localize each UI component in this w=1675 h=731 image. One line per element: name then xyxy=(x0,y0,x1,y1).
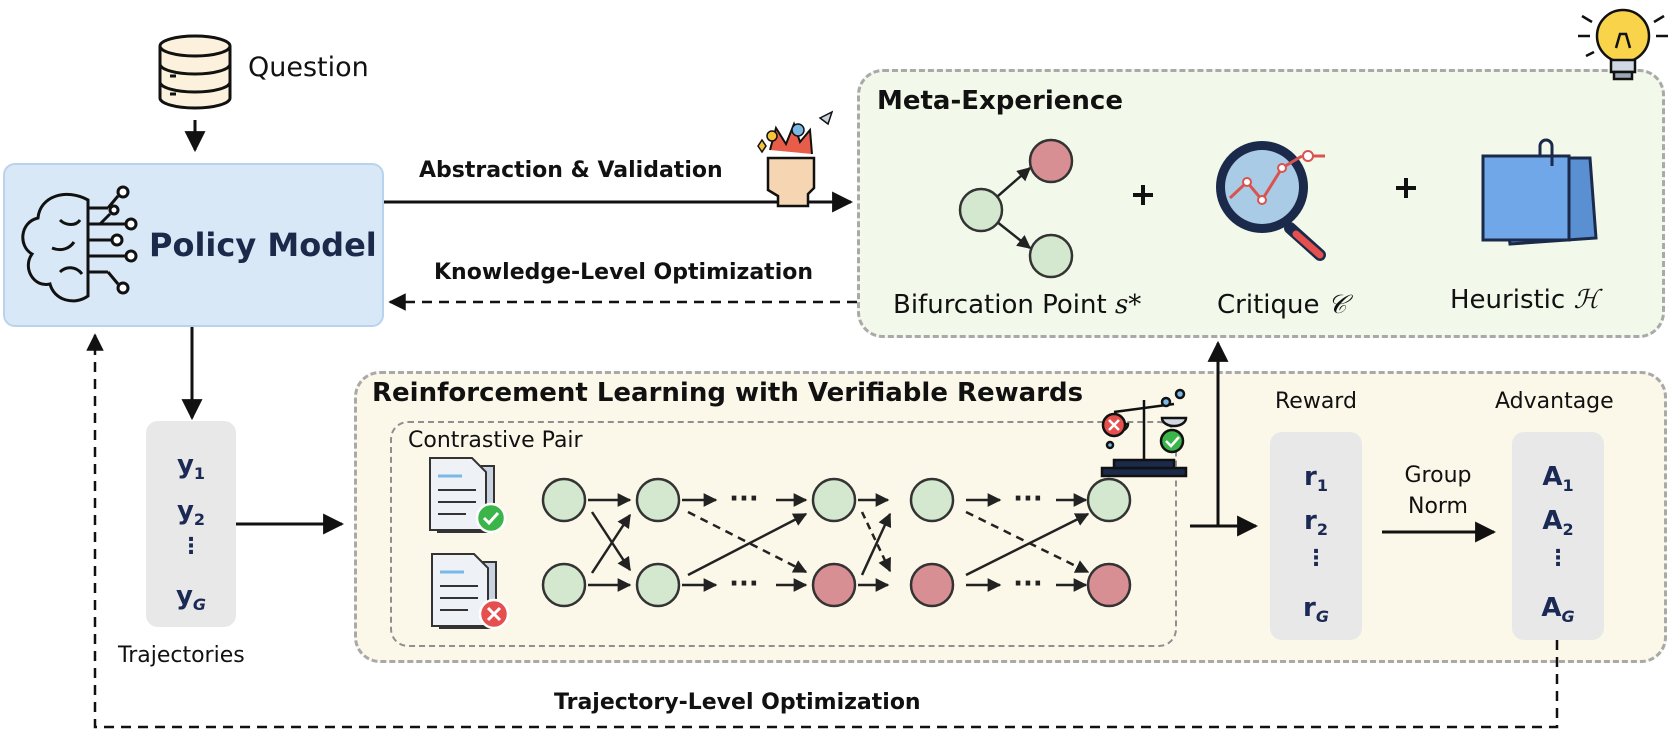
bifurcation-point-label: Bifurcation Point s* xyxy=(893,290,1141,320)
database-icon xyxy=(158,34,232,110)
trajectory-item-1: y1 xyxy=(176,450,206,484)
question-label: Question xyxy=(248,52,369,83)
balance-scale-icon xyxy=(1100,388,1188,478)
group-norm-line2: Norm xyxy=(1407,494,1468,519)
svg-text:···: ··· xyxy=(1013,569,1043,599)
critique-label: Critique 𝒞 xyxy=(1217,290,1347,321)
lightbulb-icon xyxy=(1578,8,1668,81)
contrastive-pair-graph: ··· ··· ··· ··· xyxy=(541,477,1132,608)
creative-head-icon xyxy=(757,110,834,208)
trajectories-column xyxy=(146,421,236,627)
svg-text:···: ··· xyxy=(729,484,759,514)
critique-text: Critique xyxy=(1217,290,1320,320)
reward-ellipsis: ⋮ xyxy=(1305,546,1327,571)
magnifier-chart-icon xyxy=(1216,141,1326,261)
reward-column xyxy=(1270,432,1362,640)
rlvr-title: Reinforcement Learning with Verifiable R… xyxy=(372,378,1084,408)
abstraction-label: Abstraction & Validation xyxy=(419,158,723,183)
svg-text:···: ··· xyxy=(729,569,759,599)
reward-item-1: r1 xyxy=(1304,462,1328,496)
policy-model-box xyxy=(3,163,384,327)
advantage-item-g: AG xyxy=(1541,593,1575,627)
group-norm-label: Group Norm xyxy=(1382,460,1494,522)
reward-label: Reward xyxy=(1275,389,1357,414)
reward-item-2: r2 xyxy=(1304,506,1328,540)
trajectory-opt-loop xyxy=(86,333,1559,729)
trajectory-item-2: y2 xyxy=(176,496,206,530)
trajectory-ellipsis: ⋮ xyxy=(180,534,202,559)
heuristic-label: Heuristic ℋ xyxy=(1450,285,1599,315)
heuristic-symbol: ℋ xyxy=(1573,285,1600,315)
bifurcation-graph-icon xyxy=(958,138,1074,279)
critique-symbol: 𝒞 xyxy=(1327,290,1347,320)
advantage-column xyxy=(1512,432,1604,640)
heuristic-text: Heuristic xyxy=(1450,285,1566,315)
meta-experience-title: Meta-Experience xyxy=(877,86,1123,116)
advantage-ellipsis: ⋮ xyxy=(1547,546,1569,571)
correct-document-icon xyxy=(429,457,507,534)
advantage-item-1: A1 xyxy=(1542,462,1574,496)
incorrect-document-icon xyxy=(431,553,510,630)
contrastive-pair-label: Contrastive Pair xyxy=(408,428,583,453)
trajectories-label: Trajectories xyxy=(118,643,245,668)
sticky-notes-icon xyxy=(1481,138,1598,246)
reward-item-g: rG xyxy=(1303,593,1329,627)
brain-circuit-icon xyxy=(21,185,138,303)
policy-model-label: Policy Model xyxy=(149,226,377,264)
svg-text:···: ··· xyxy=(1013,484,1043,514)
trajectory-item-g: yG xyxy=(175,581,207,615)
bifurcation-text: Bifurcation Point xyxy=(893,290,1107,320)
advantage-label: Advantage xyxy=(1495,389,1614,414)
advantage-item-2: A2 xyxy=(1542,506,1574,540)
contrastive-pair-panel xyxy=(390,421,1177,647)
trajectory-opt-label: Trajectory-Level Optimization xyxy=(554,690,921,715)
plus-signs xyxy=(1133,178,1416,205)
knowledge-opt-label: Knowledge-Level Optimization xyxy=(434,260,814,285)
bifurcation-symbol: s* xyxy=(1114,290,1142,320)
group-norm-line1: Group xyxy=(1404,463,1472,488)
